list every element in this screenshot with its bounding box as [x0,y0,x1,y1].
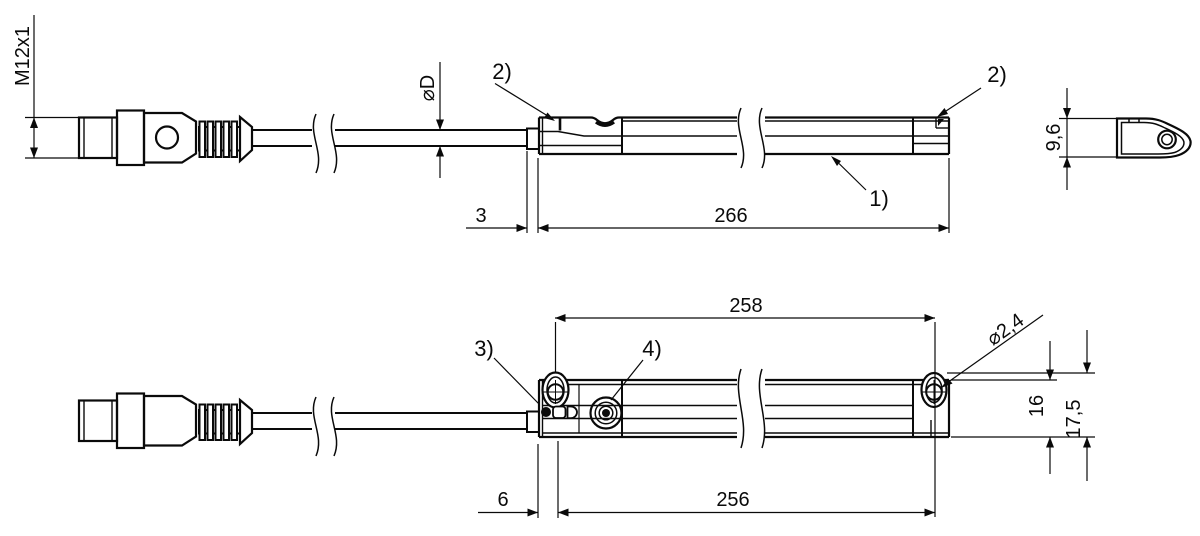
dim-3-266: 3 266 [466,151,950,233]
dim-hole-spacing: 258 [729,295,762,317]
break-line [758,107,766,169]
dim-16-175: 16 17,5 [947,330,1095,481]
dim-body-height: 16 [1026,395,1048,417]
dim-cable-diameter: ⌀D [417,62,444,178]
cable-connector-top [77,109,541,175]
profile-hole [1157,129,1177,150]
dim-end-offset-top: 3 [475,205,486,227]
break-line [737,107,745,169]
label-thread-size: M12x1 [12,26,34,86]
end-cap-features [541,405,578,419]
break-line [758,368,766,449]
indicator-button [589,396,623,430]
dim-258: 258 [554,295,936,517]
dim-6-256: 6 256 [478,441,935,518]
label-callout-2-right: 2) [987,62,1007,87]
label-callout-4: 4) [642,336,662,361]
dim-9-6: 9,6 [1043,88,1116,190]
end-clamp-mark-right [935,117,949,129]
slot-feature [552,405,567,419]
dim-end-offset-bottom: 6 [497,489,508,511]
break-line [737,368,745,449]
callout-2-right: 2) [937,62,1007,117]
callout-1: 1) [831,156,889,211]
label-callout-1: 1) [869,186,889,211]
label-callout-3: 3) [474,336,494,361]
cable-connector-bottom [77,392,541,458]
fixing-dot [541,407,551,417]
mounting-lug-left [541,371,570,409]
dim-profile-height: 9,6 [1043,124,1065,152]
d-feature [566,405,578,419]
dim-housing-length: 266 [714,205,747,227]
label-hole-diameter: ⌀2,4 [983,309,1028,350]
callout-4: 4) [610,336,662,401]
dim-mounting-length: 256 [716,489,749,511]
label-cable-diameter: ⌀D [417,75,439,101]
dim-total-height: 17,5 [1063,400,1085,439]
callout-3: 3) [474,336,540,405]
dim-hole-diameter: ⌀2,4 [941,309,1044,388]
bottom-view: 258 ⌀2,4 16 17,5 [77,295,1095,518]
end-profile-view [1115,117,1192,159]
sensor-housing-bottom [537,368,951,449]
mounting-lug-right [920,371,948,409]
top-view: M12x1 ⌀D 3 266 2) [12,15,1192,233]
callout-2-left: 2) [492,59,555,121]
sensor-housing-top [537,107,951,169]
label-callout-2-left: 2) [492,59,512,84]
dim-m12x1: M12x1 [12,15,79,159]
